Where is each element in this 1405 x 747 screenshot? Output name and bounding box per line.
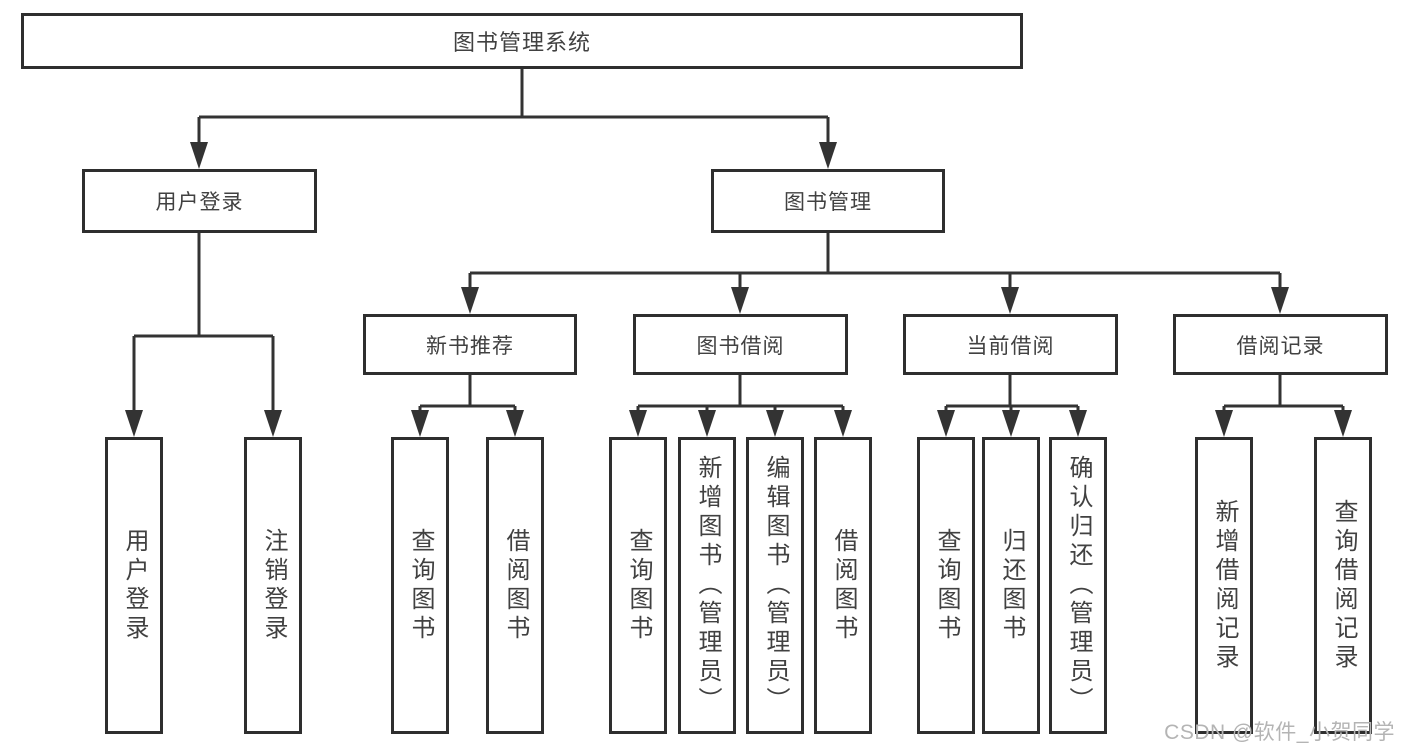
node-label: 注销登录: [260, 527, 287, 644]
node-current-borrowing: 当前借阅: [903, 314, 1118, 375]
arrowhead-icon: [1069, 410, 1087, 437]
arrowhead-icon: [506, 410, 524, 437]
arrowhead-icon: [190, 142, 208, 169]
arrowhead-icon: [1002, 410, 1020, 437]
node-label: 图书借阅: [696, 334, 785, 358]
node-library-system: 图书管理系统: [21, 13, 1023, 69]
node-label: 确认归还（管理员）: [1065, 455, 1092, 716]
arrowhead-icon: [731, 287, 749, 314]
arrowhead-icon: [937, 410, 955, 437]
leaf-query-books-1: 查询图书: [391, 437, 449, 734]
connector-root-to-level2: [190, 69, 837, 169]
node-label: 编辑图书（管理员）: [762, 455, 789, 716]
arrowhead-icon: [834, 410, 852, 437]
connector-book-borrow-children: [629, 375, 852, 437]
leaf-add-borrow-record: 新增借阅记录: [1195, 437, 1253, 734]
node-label: 新书推荐: [426, 334, 514, 358]
node-book-borrowing: 图书借阅: [633, 314, 848, 375]
node-label: 用户登录: [155, 191, 244, 214]
node-label: 查询图书: [407, 527, 434, 644]
node-label: 归还图书: [998, 527, 1025, 644]
leaf-logout: 注销登录: [244, 437, 302, 734]
node-label: 新增图书（管理员）: [694, 455, 721, 716]
node-book-management: 图书管理: [711, 169, 945, 233]
node-label: 用户登录: [121, 527, 148, 644]
watermark: CSDN @软件_小贺同学: [1164, 721, 1395, 744]
arrowhead-icon: [698, 410, 716, 437]
node-label: 查询借阅记录: [1330, 498, 1357, 673]
node-label: 图书管理系统: [452, 30, 591, 55]
connector-current-borrow-children: [937, 375, 1087, 437]
arrowhead-icon: [1334, 410, 1352, 437]
connector-book-management-children: [461, 233, 1289, 314]
connector-user-login-children: [125, 233, 282, 437]
node-label: 借阅图书: [502, 527, 529, 644]
leaf-user-login: 用户登录: [105, 437, 163, 734]
arrowhead-icon: [1001, 287, 1019, 314]
node-borrowing-records: 借阅记录: [1173, 314, 1388, 375]
arrowhead-icon: [1215, 410, 1233, 437]
leaf-return-books: 归还图书: [982, 437, 1040, 734]
arrowhead-icon: [1271, 287, 1289, 314]
arrowhead-icon: [629, 410, 647, 437]
node-new-book-recommendation: 新书推荐: [363, 314, 577, 375]
node-label: 当前借阅: [966, 334, 1055, 358]
arrowhead-icon: [766, 410, 784, 437]
arrowhead-icon: [819, 142, 837, 169]
leaf-add-books-admin: 新增图书（管理员）: [678, 437, 736, 734]
node-label: 图书管理: [784, 191, 872, 214]
node-label: 查询图书: [933, 527, 960, 644]
arrowhead-icon: [125, 410, 143, 437]
node-label: 借阅图书: [830, 527, 857, 644]
node-label: 查询图书: [625, 527, 652, 644]
leaf-edit-books-admin: 编辑图书（管理员）: [746, 437, 804, 734]
leaf-confirm-return-admin: 确认归还（管理员）: [1049, 437, 1107, 734]
node-user-login: 用户登录: [82, 169, 317, 233]
connector-borrow-records-children: [1215, 375, 1352, 437]
arrowhead-icon: [411, 410, 429, 437]
leaf-borrow-books-1: 借阅图书: [486, 437, 544, 734]
arrowhead-icon: [461, 287, 479, 314]
arrowhead-icon: [264, 410, 282, 437]
leaf-query-books-3: 查询图书: [917, 437, 975, 734]
leaf-query-borrow-record: 查询借阅记录: [1314, 437, 1372, 734]
leaf-query-books-2: 查询图书: [609, 437, 667, 734]
node-label: 借阅记录: [1236, 334, 1325, 358]
connector-new-book-children: [411, 375, 524, 437]
node-label: 新增借阅记录: [1211, 498, 1238, 673]
leaf-borrow-books-2: 借阅图书: [814, 437, 872, 734]
